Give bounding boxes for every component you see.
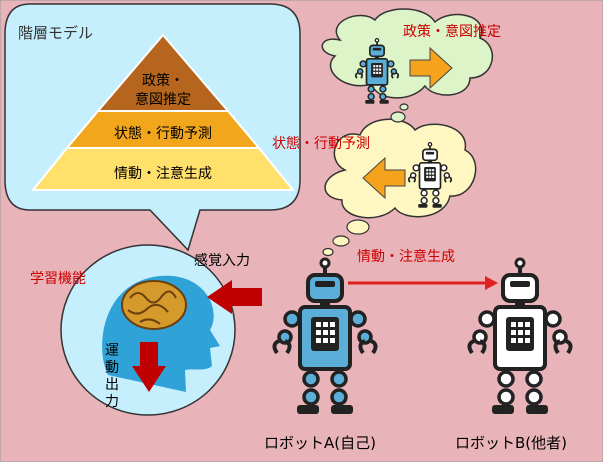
thought-bubble-dots <box>322 103 409 257</box>
pyramid-label-policy: 政策・ 意図推定 <box>123 72 203 110</box>
label-sensory-input: 感覚入力 <box>194 253 250 269</box>
pyramid-level-emotion <box>30 147 296 191</box>
label-motor-output: 運 動 出 力 <box>105 343 119 411</box>
hierarchy-model-title: 階層モデル <box>18 24 94 42</box>
label-motor-output-char: 動 <box>105 360 119 376</box>
pyramid-label-emotion: 情動・注意生成 <box>114 166 212 182</box>
label-policy-intent: 政策・意図推定 <box>403 24 501 40</box>
label-state-action: 状態・行動予測 <box>272 136 370 152</box>
label-motor-output-char: 運 <box>105 343 119 359</box>
label-robot-a: ロボットA(自己) <box>264 434 376 452</box>
label-motor-output-char: 出 <box>105 377 119 393</box>
label-learning: 学習機能 <box>30 271 86 287</box>
thought-cloud-policy <box>321 8 494 99</box>
label-motor-output-char: 力 <box>105 394 119 410</box>
pyramid-label-state: 状態・行動予測 <box>114 126 212 142</box>
label-robot-b: ロボットB(他者) <box>455 434 567 452</box>
pyramid-label-policy-line1: 政策・ <box>142 73 184 89</box>
motor-output-arrow <box>132 342 166 392</box>
label-emotion-attention: 情動・注意生成 <box>357 249 455 265</box>
orange-arrow-left <box>362 156 406 200</box>
sensory-input-arrow <box>207 280 262 314</box>
pyramid-label-policy-line2: 意図推定 <box>135 92 191 108</box>
orange-arrow-right <box>409 46 453 90</box>
